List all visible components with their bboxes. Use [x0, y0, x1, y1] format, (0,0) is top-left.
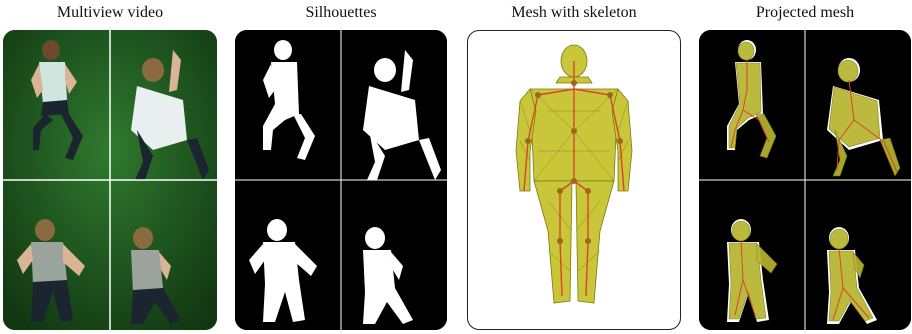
- mesh-with-skeleton-panel: [467, 30, 681, 330]
- projected-mesh-panel: [699, 30, 911, 330]
- silhouettes-panel: [235, 30, 447, 330]
- body-mesh-figure: [468, 31, 680, 329]
- multiview-video-panel: [3, 30, 217, 330]
- panel-title-projected-mesh: Projected mesh: [699, 4, 911, 22]
- multiview-video-grid: [3, 30, 217, 330]
- panel-title-silhouettes: Silhouettes: [235, 4, 447, 22]
- projected-mesh-grid: [699, 30, 911, 330]
- panel-title-mesh-with-skeleton: Mesh with skeleton: [467, 4, 681, 22]
- silhouettes-grid: [235, 30, 447, 330]
- panel-title-multiview-video: Multiview video: [3, 4, 217, 22]
